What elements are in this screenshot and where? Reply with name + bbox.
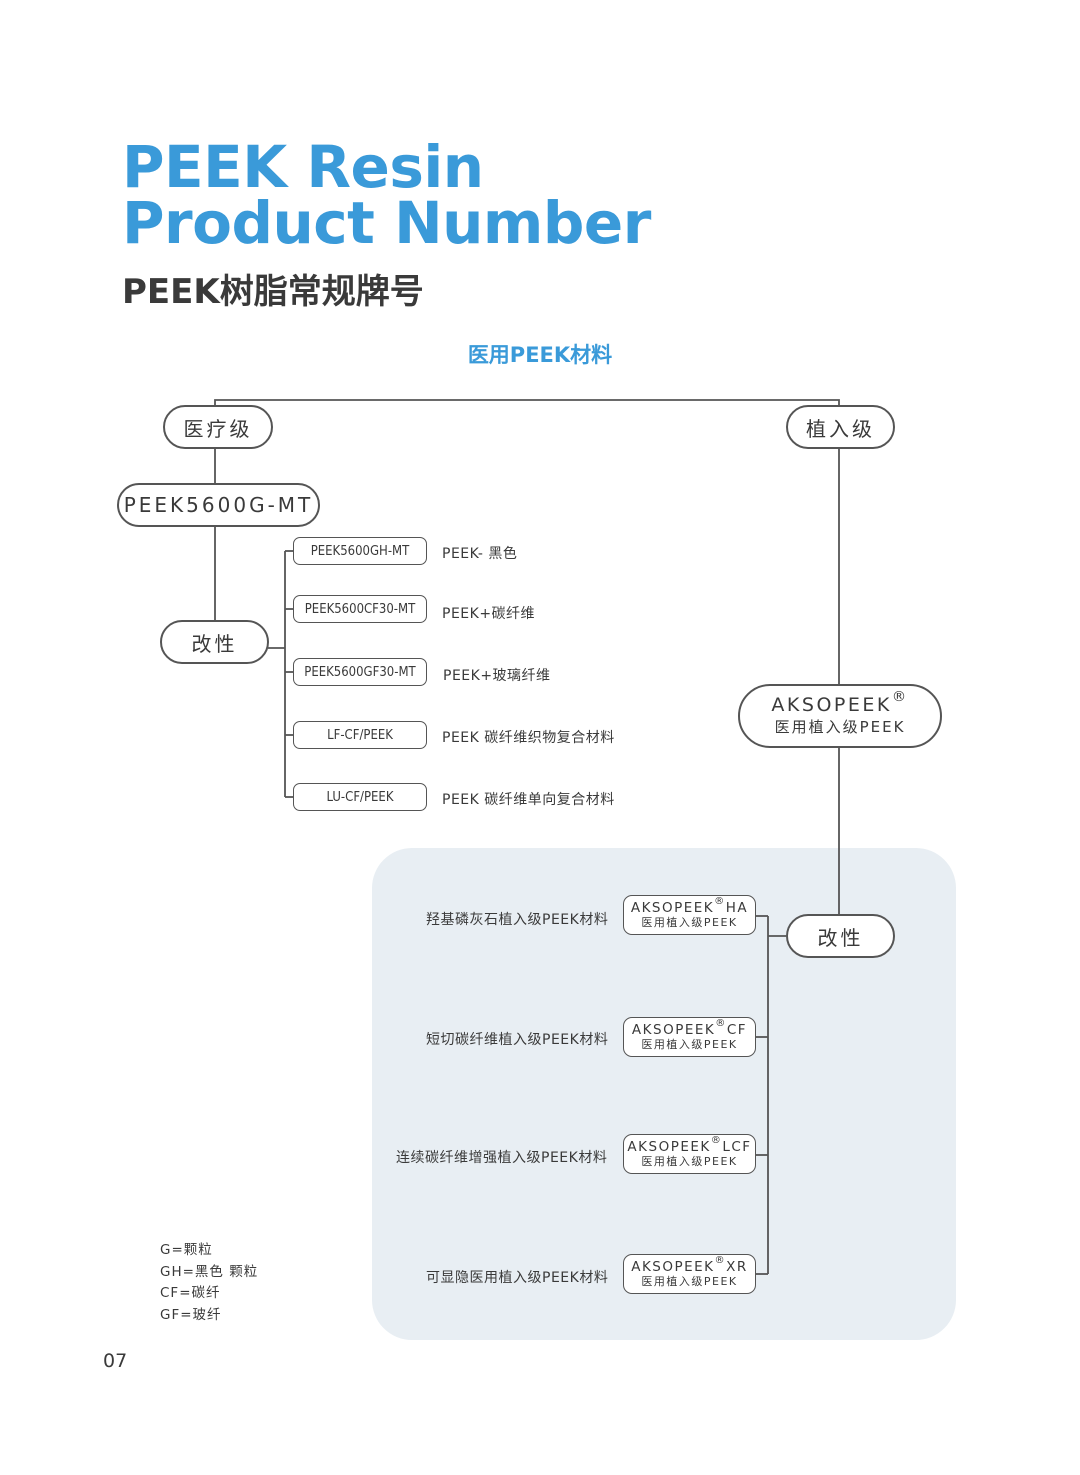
right-modified-node: 改性 xyxy=(786,914,895,958)
product-description: PEEK- 黑色 xyxy=(442,546,518,562)
legend-item: G=颗粒 xyxy=(160,1242,213,1258)
peek5600g-mt-node: PEEK5600G-MT xyxy=(117,483,320,527)
title-line-2: Product Number xyxy=(122,189,651,257)
aksopeek-suffix: CF xyxy=(726,1022,748,1038)
product-code-box: LU-CF/PEEK xyxy=(293,783,427,811)
registered-mark: ® xyxy=(710,1135,723,1147)
implant-material-description: 羟基磷灰石植入级PEEK材料 xyxy=(426,912,609,928)
product-description: PEEK+碳纤维 xyxy=(442,606,536,622)
registered-mark: ® xyxy=(891,688,909,705)
aksopeek-suffix: HA xyxy=(725,900,749,916)
title-chinese: PEEK树脂常规牌号 xyxy=(122,272,424,312)
aksopeek-ha-box: AKSOPEEK®HA 医用植入级PEEK xyxy=(623,895,756,935)
medical-grade-node: 医疗级 xyxy=(163,405,273,449)
aksopeek-subtitle: 医用植入级PEEK xyxy=(641,1038,738,1051)
product-code-box: PEEK5600GF30-MT xyxy=(293,658,427,686)
aksopeek-subtitle: 医用植入级PEEK xyxy=(641,1275,738,1288)
section-title: 医用PEEK材料 xyxy=(467,343,613,367)
aksopeek-subtitle: 医用植入级PEEK xyxy=(641,916,738,929)
implant-material-description: 连续碳纤维增强植入级PEEK材料 xyxy=(396,1150,608,1166)
aksopeek-cf-box: AKSOPEEK®CF 医用植入级PEEK xyxy=(623,1017,756,1057)
implant-material-description: 短切碳纤维植入级PEEK材料 xyxy=(426,1032,609,1048)
aksopeek-lcf-box: AKSOPEEK®LCF 医用植入级PEEK xyxy=(623,1134,756,1174)
aksopeek-name: AKSOPEEK xyxy=(631,1259,715,1275)
product-description: PEEK 碳纤维织物复合材料 xyxy=(442,730,615,746)
product-code-box: LF-CF/PEEK xyxy=(293,721,427,749)
aksopeek-subtitle: 医用植入级PEEK xyxy=(774,718,906,736)
aksopeek-suffix: LCF xyxy=(722,1139,752,1155)
left-modified-node: 改性 xyxy=(160,620,269,664)
aksopeek-suffix: XR xyxy=(726,1259,748,1275)
aksopeek-subtitle: 医用植入级PEEK xyxy=(641,1155,738,1168)
aksopeek-xr-box: AKSOPEEK®XR 医用植入级PEEK xyxy=(623,1254,756,1294)
legend-item: GH=黑色 颗粒 xyxy=(160,1263,259,1280)
aksopeek-name: AKSOPEEK xyxy=(771,694,892,716)
title-line-1: PEEK Resin xyxy=(122,133,484,201)
registered-mark: ® xyxy=(715,1018,727,1030)
product-code-box: PEEK5600GH-MT xyxy=(293,537,427,565)
legend-item: GF=玻纤 xyxy=(160,1306,222,1323)
aksopeek-name: AKSOPEEK xyxy=(631,1022,716,1038)
page-number: 07 xyxy=(103,1350,128,1372)
aksopeek-name: AKSOPEEK xyxy=(627,1139,711,1155)
product-description: PEEK 碳纤维单向复合材料 xyxy=(442,792,615,808)
implant-material-description: 可显隐医用植入级PEEK材料 xyxy=(426,1270,609,1286)
implant-grade-node: 植入级 xyxy=(786,405,895,449)
registered-mark: ® xyxy=(714,1255,727,1267)
aksopeek-implant-node: AKSOPEEK® 医用植入级PEEK xyxy=(738,684,942,748)
registered-mark: ® xyxy=(714,896,726,908)
legend-item: CF=碳纤 xyxy=(160,1285,221,1301)
aksopeek-name: AKSOPEEK xyxy=(630,900,715,916)
product-code-box: PEEK5600CF30-MT xyxy=(293,595,427,623)
abbreviation-legend: G=颗粒 GH=黑色 颗粒 CF=碳纤 GF=玻纤 xyxy=(160,1240,258,1326)
product-description: PEEK+玻璃纤维 xyxy=(443,668,551,684)
